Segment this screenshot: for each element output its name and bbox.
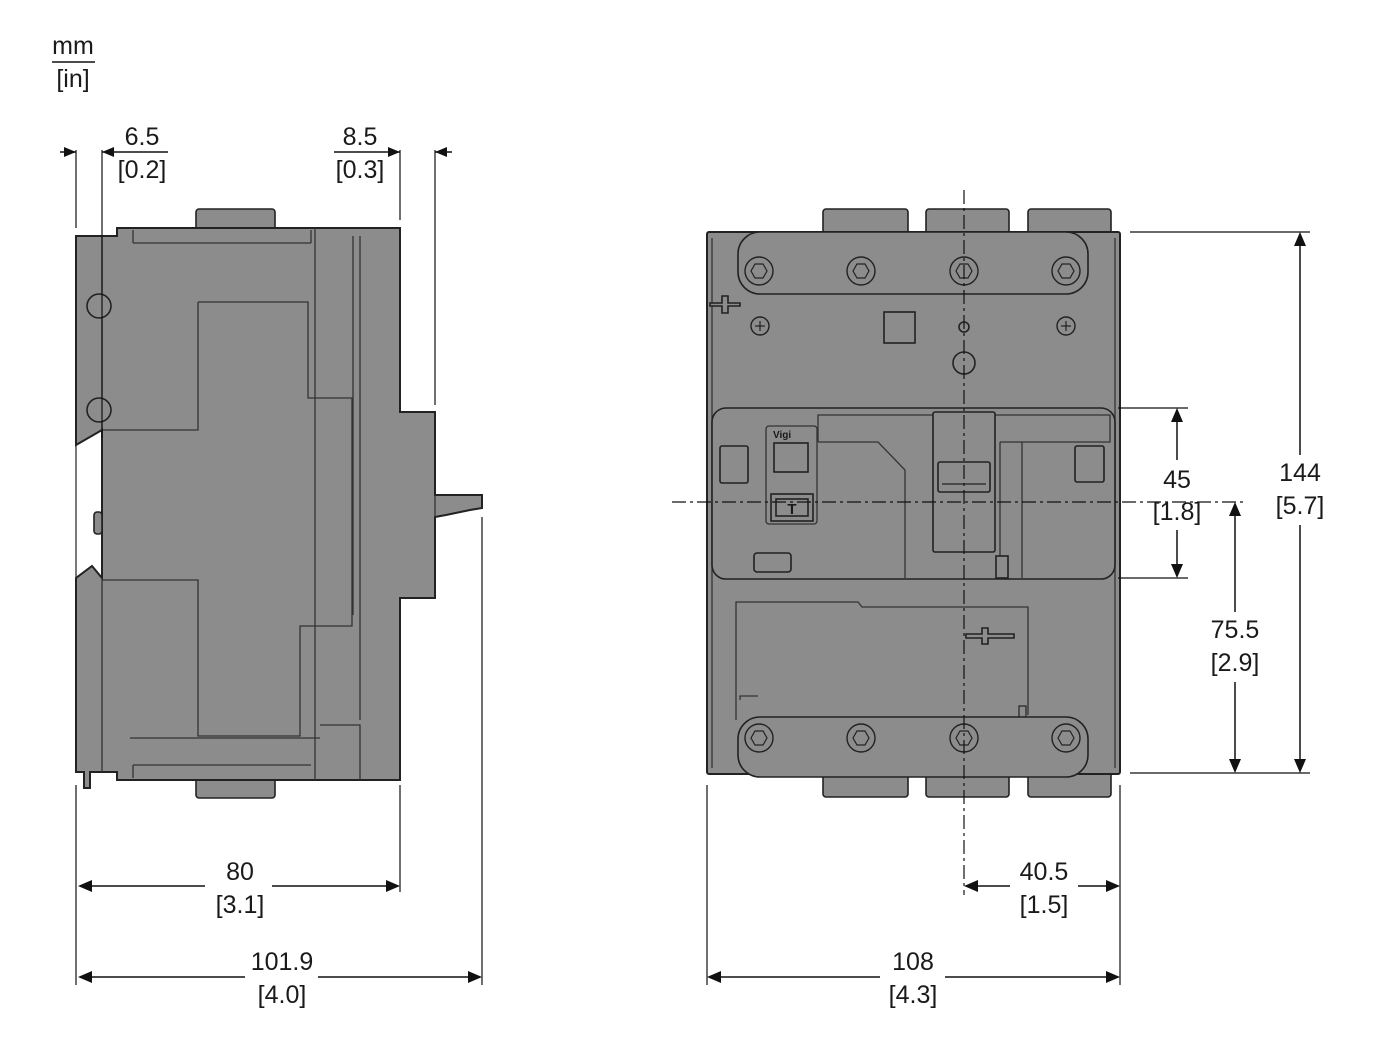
- side-rivet-upper: [86, 293, 112, 319]
- top-terminal-bar: [737, 231, 1089, 295]
- svg-text:[5.7]: [5.7]: [1276, 492, 1325, 520]
- svg-text:144: 144: [1279, 459, 1321, 487]
- side-body: [75, 227, 483, 789]
- indicator-window: [883, 311, 916, 344]
- svg-text:45: 45: [1163, 466, 1191, 494]
- vigi-module: [765, 425, 818, 525]
- bottom-terminal-bar: [737, 716, 1089, 778]
- units-legend: mm [in]: [52, 32, 95, 93]
- svg-text:8.5: 8.5: [343, 123, 378, 151]
- svg-text:[1.8]: [1.8]: [1153, 498, 1202, 526]
- svg-text:[0.3]: [0.3]: [336, 156, 385, 184]
- front-dim-overall-height: 144 [5.7]: [1276, 459, 1325, 520]
- side-dim-overall-depth: 101.9 [4.0]: [251, 948, 314, 1009]
- svg-text:[0.2]: [0.2]: [118, 156, 167, 184]
- vigi-label: Vigi: [773, 430, 791, 441]
- front-dim-center-to-right: 40.5 [1.5]: [1020, 858, 1069, 919]
- side-view: [60, 147, 483, 985]
- unit-in: [in]: [56, 65, 89, 93]
- unit-mm: mm: [52, 32, 94, 60]
- svg-text:[4.0]: [4.0]: [258, 981, 307, 1009]
- front-dim-center-to-bottom: 75.5 [2.9]: [1211, 616, 1260, 677]
- svg-text:[2.9]: [2.9]: [1211, 649, 1260, 677]
- side-dim-right-offset: 8.5 [0.3]: [336, 123, 385, 184]
- svg-text:6.5: 6.5: [125, 123, 160, 151]
- test-button-label: T: [787, 501, 796, 518]
- side-rivet-lower: [86, 397, 112, 423]
- svg-text:108: 108: [892, 948, 934, 976]
- front-dim-face-height: 45 [1.8]: [1153, 466, 1202, 526]
- svg-text:40.5: 40.5: [1020, 858, 1069, 886]
- svg-text:75.5: 75.5: [1211, 616, 1260, 644]
- svg-text:[1.5]: [1.5]: [1020, 891, 1069, 919]
- front-view: Vigi T: [672, 190, 1310, 985]
- svg-text:101.9: 101.9: [251, 948, 314, 976]
- svg-text:80: 80: [226, 858, 254, 886]
- trip-unit-face: [711, 407, 1116, 580]
- right-window: [1074, 445, 1105, 483]
- side-dim-body-depth: 80 [3.1]: [216, 858, 265, 919]
- side-dim-left-offset: 6.5 [0.2]: [118, 123, 167, 184]
- front-dim-overall-width: 108 [4.3]: [889, 948, 938, 1009]
- left-window: [719, 445, 749, 484]
- svg-text:[4.3]: [4.3]: [889, 981, 938, 1009]
- svg-text:[3.1]: [3.1]: [216, 891, 265, 919]
